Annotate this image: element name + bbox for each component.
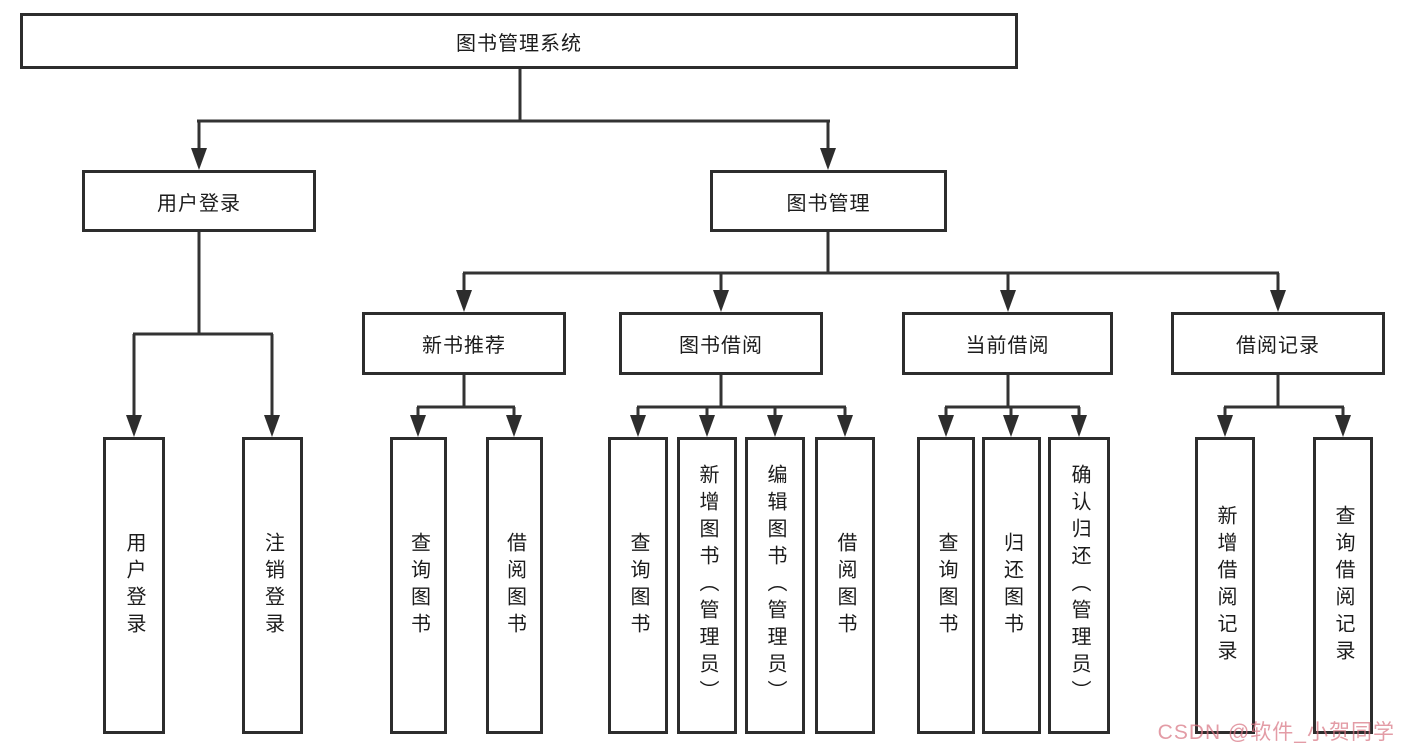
- node-borrowing-records: 借阅记录: [1171, 312, 1385, 375]
- node-book-management: 图书管理: [710, 170, 947, 232]
- leaf-user-login: 用户登录: [103, 437, 165, 734]
- leaf-borrow-books-recommend: 借阅图书: [486, 437, 543, 734]
- node-current-borrowing: 当前借阅: [902, 312, 1113, 375]
- node-new-book-recommendation: 新书推荐: [362, 312, 566, 375]
- leaf-confirm-return-admin: 确认归还（管理员）: [1048, 437, 1110, 734]
- leaf-query-books-recommend: 查询图书: [390, 437, 447, 734]
- leaf-add-borrow-record: 新增借阅记录: [1195, 437, 1255, 734]
- leaf-query-books-borrowing: 查询图书: [608, 437, 668, 734]
- leaf-query-books-current: 查询图书: [917, 437, 975, 734]
- leaf-add-books-admin: 新增图书（管理员）: [677, 437, 737, 734]
- leaf-logout: 注销登录: [242, 437, 303, 734]
- arrowheads: [126, 148, 1351, 437]
- leaf-borrow-books: 借阅图书: [815, 437, 875, 734]
- leaf-query-borrow-record: 查询借阅记录: [1313, 437, 1373, 734]
- node-book-borrowing: 图书借阅: [619, 312, 823, 375]
- node-library-management-system: 图书管理系统: [20, 13, 1018, 69]
- leaf-return-books: 归还图书: [982, 437, 1041, 734]
- leaf-edit-books-admin: 编辑图书（管理员）: [745, 437, 805, 734]
- node-user-login: 用户登录: [82, 170, 316, 232]
